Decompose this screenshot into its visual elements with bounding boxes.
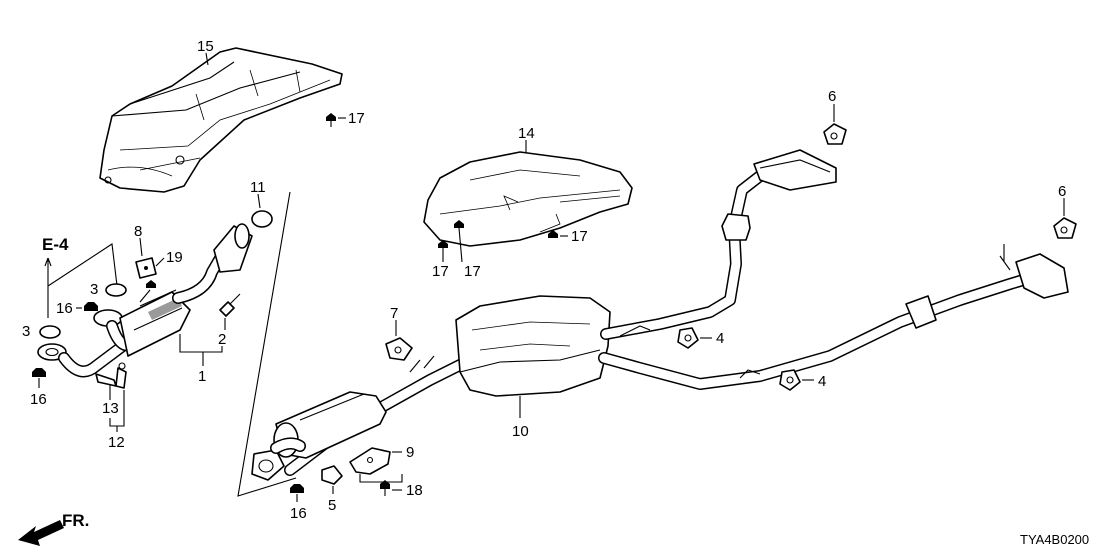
nut-16-icon bbox=[290, 484, 304, 493]
bolt-17-icon bbox=[438, 220, 558, 248]
callout-4-b: 4 bbox=[818, 373, 826, 390]
callout-8: 8 bbox=[134, 223, 142, 240]
callout-12: 12 bbox=[108, 434, 125, 451]
front-direction-arrow-icon bbox=[18, 520, 64, 546]
callout-6-b: 6 bbox=[1058, 183, 1066, 200]
bracket-8[interactable] bbox=[135, 257, 157, 279]
callout-17-a: 17 bbox=[348, 110, 365, 127]
callout-18: 18 bbox=[406, 482, 423, 499]
bolt-19-icon bbox=[146, 280, 156, 288]
callout-11: 11 bbox=[250, 179, 266, 196]
callout-2: 2 bbox=[218, 331, 226, 348]
bolt-18-icon bbox=[380, 480, 390, 496]
bolt-17-icon bbox=[326, 113, 336, 127]
callout-5: 5 bbox=[328, 497, 336, 514]
part-1-front-pipe-converter[interactable] bbox=[37, 223, 253, 378]
callout-16-b: 16 bbox=[30, 391, 47, 408]
rubber-mount-6-a[interactable] bbox=[823, 123, 847, 145]
callout-3-a: 3 bbox=[90, 281, 98, 298]
gasket-3-upper[interactable] bbox=[105, 283, 127, 297]
callout-14: 14 bbox=[518, 125, 535, 142]
callout-16-c: 16 bbox=[290, 505, 307, 522]
rubber-mount-4-b[interactable] bbox=[779, 369, 801, 391]
callout-6-a: 6 bbox=[828, 88, 836, 105]
callout-9: 9 bbox=[406, 444, 414, 461]
callout-4-a: 4 bbox=[716, 330, 724, 347]
callout-17-c: 17 bbox=[464, 263, 481, 280]
callout-15: 15 bbox=[197, 38, 214, 55]
bolt-2[interactable] bbox=[219, 293, 241, 317]
rubber-mount-4-a[interactable] bbox=[677, 327, 699, 349]
callout-10: 10 bbox=[512, 423, 529, 440]
callout-7: 7 bbox=[390, 305, 398, 322]
callout-13: 13 bbox=[102, 400, 119, 417]
nut-16-icon bbox=[84, 302, 98, 311]
oxygen-sensor-12[interactable] bbox=[95, 362, 127, 389]
diagram-code: TYA4B0200 bbox=[1020, 532, 1089, 547]
rubber-mount-6-b[interactable] bbox=[1053, 217, 1077, 239]
rubber-mount-7[interactable] bbox=[385, 337, 413, 361]
section-reference: E-4 bbox=[42, 235, 69, 254]
callout-17-d: 17 bbox=[571, 228, 588, 245]
bracket-9[interactable] bbox=[349, 447, 391, 475]
gasket-5[interactable] bbox=[321, 465, 343, 485]
part-15-heat-shield[interactable] bbox=[99, 47, 343, 193]
part-14-heat-shield[interactable] bbox=[423, 151, 633, 247]
gasket-3-lower[interactable] bbox=[39, 325, 61, 339]
callout-16-a: 16 bbox=[56, 300, 73, 317]
callout-17-b: 17 bbox=[432, 263, 449, 280]
direction-label: FR. bbox=[62, 511, 89, 530]
gasket-11[interactable] bbox=[251, 210, 273, 228]
nut-16-icon bbox=[32, 368, 46, 377]
callout-19: 19 bbox=[166, 249, 183, 266]
callout-3-b: 3 bbox=[22, 323, 30, 340]
callout-1: 1 bbox=[198, 368, 206, 385]
part-10-muffler-pipe-assembly[interactable] bbox=[251, 149, 1069, 481]
